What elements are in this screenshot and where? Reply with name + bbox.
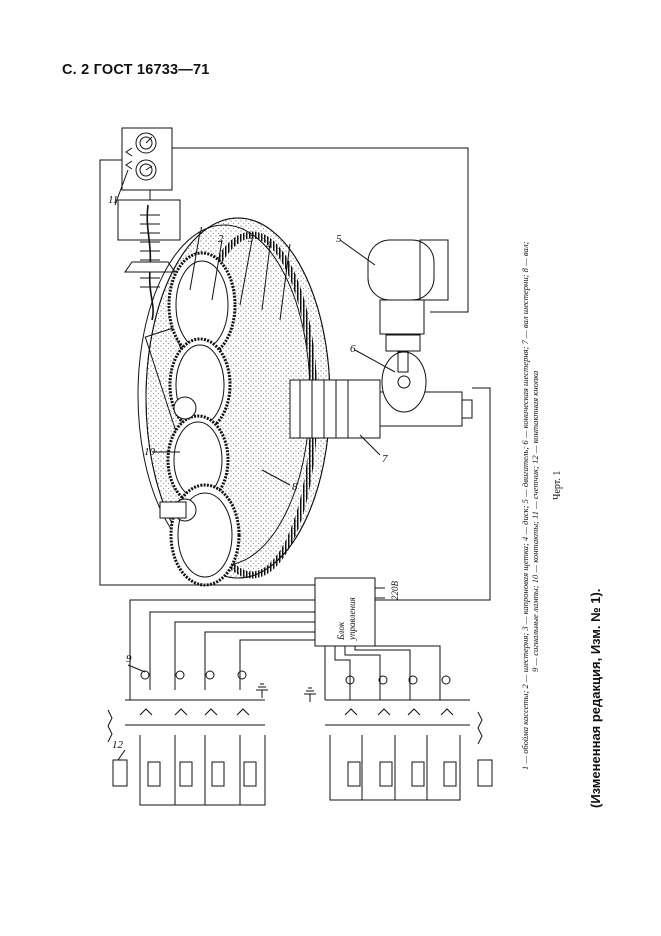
voltage-label: 220В <box>390 581 400 601</box>
label-6: 6 <box>350 343 356 355</box>
figure-caption: Черт. 1 <box>552 470 563 500</box>
control-unit <box>314 577 376 647</box>
label-12: 12 <box>112 739 124 751</box>
label-3: 3 <box>247 233 254 245</box>
lower-switch-bank <box>325 675 493 801</box>
label-5: 5 <box>336 233 342 245</box>
legend-line-2: 9 — сигнальные лампы; 10 — контакты; 11 … <box>530 370 540 672</box>
motor <box>367 239 449 373</box>
label-1: 1 <box>198 225 204 237</box>
control-unit-label-2: управления <box>347 597 357 641</box>
control-unit-label-1: Блок <box>336 621 346 641</box>
label-8: 8 <box>292 481 298 493</box>
label-7: 7 <box>382 453 388 465</box>
cassette-gears <box>159 251 241 587</box>
counter <box>121 127 173 191</box>
edition-note: (Измененная редакция, Изм. № 1). <box>588 588 603 808</box>
label-11: 11 <box>108 194 118 206</box>
bevel-gear <box>381 351 427 413</box>
page-header: С. 2 ГОСТ 16733—71 <box>62 62 210 78</box>
label-9: 9 <box>126 653 132 665</box>
label-2: 2 <box>218 233 224 245</box>
label-10: 10 <box>144 446 156 458</box>
gear-shaft <box>289 379 473 439</box>
legend-line-1: 1 — обойма кассеты; 2 — шестерня; 3 — ка… <box>520 241 530 770</box>
upper-switch-bank <box>107 670 266 806</box>
label-4: 4 <box>266 239 272 251</box>
